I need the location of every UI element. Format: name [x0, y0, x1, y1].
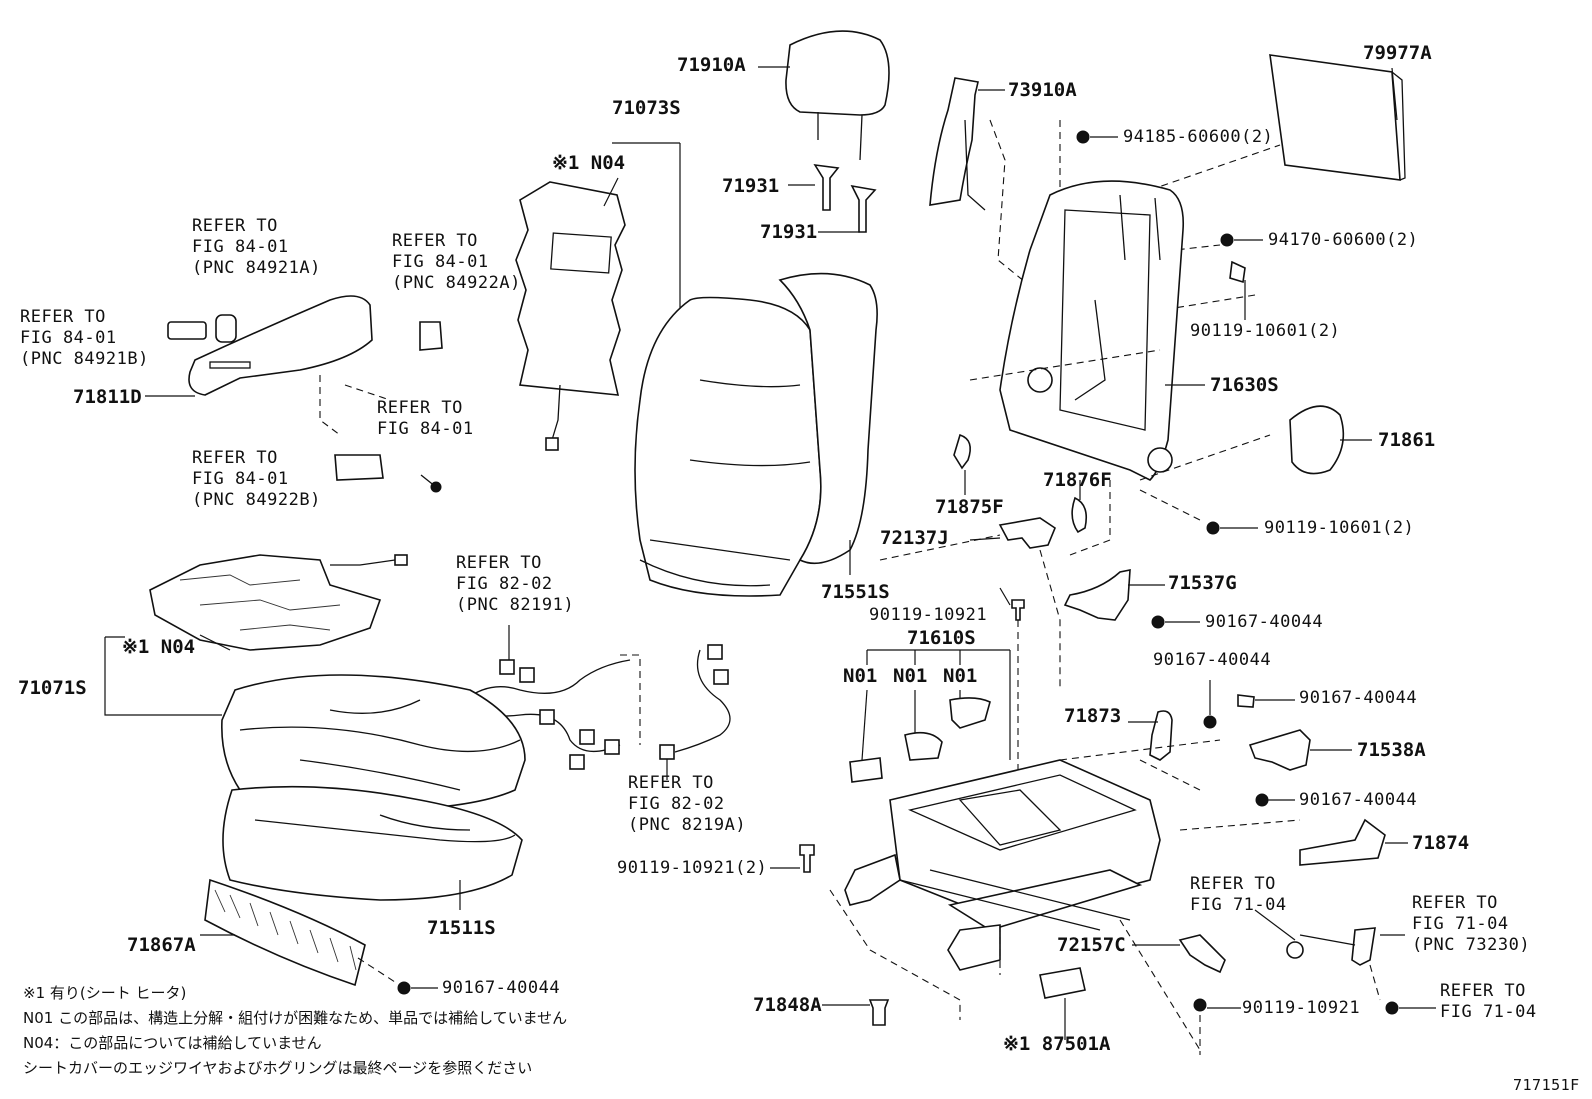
label-71538a[interactable]: 71538A: [1357, 739, 1426, 761]
side-shield-drawing: [145, 295, 443, 493]
label-71073s[interactable]: 71073S: [612, 97, 681, 119]
label-79977a[interactable]: 79977A: [1363, 42, 1432, 64]
refer-84922a[interactable]: REFER TO FIG 84-01 (PNC 84922A): [392, 231, 521, 293]
buckle-drawing: [1254, 909, 1436, 1015]
bracket-71537g-drawing: [1063, 569, 1200, 629]
support-drawing: [788, 163, 877, 233]
small-covers-drawing: [953, 433, 1111, 556]
label-71848a[interactable]: 71848A: [753, 994, 822, 1016]
label-90119-10921-a[interactable]: 90119-10921: [869, 605, 988, 625]
back-board-drawing: [1149, 54, 1406, 191]
right-middle-parts-drawing: [1059, 680, 1408, 866]
label-71511s[interactable]: 71511S: [427, 917, 496, 939]
label-71874[interactable]: 71874: [1412, 832, 1470, 854]
label-94170[interactable]: 94170-60600(2): [1268, 230, 1419, 250]
label-73910a[interactable]: 73910A: [1008, 79, 1077, 101]
sensor-drawing: [1039, 967, 1086, 1040]
label-72157c[interactable]: 72157C: [1057, 934, 1126, 956]
adjuster-bolt-drawing: [770, 844, 815, 873]
label-71867a[interactable]: 71867A: [127, 934, 196, 956]
back-heater-drawing: [515, 142, 681, 451]
note-edge-wire: シートカバーのエッジワイヤおよびホグリングは最終ページを参照ください: [23, 1059, 533, 1077]
recliner-cover-drawing: [1289, 405, 1372, 475]
label-71876f[interactable]: 71876F: [1043, 469, 1112, 491]
label-71861[interactable]: 71861: [1378, 429, 1436, 451]
label-90167-e[interactable]: 90167-40044: [442, 978, 561, 998]
stopper-drawing: [822, 999, 890, 1026]
back-frame-drawing: [969, 180, 1271, 481]
label-90167-b[interactable]: 90167-40044: [1153, 650, 1272, 670]
cushion-heater-drawing: [149, 554, 408, 651]
refer-71-04-b[interactable]: REFER TO FIG 71-04: [1440, 981, 1537, 1022]
label-71630s[interactable]: 71630S: [1210, 374, 1279, 396]
bracket-72137j-drawing: [879, 517, 1061, 690]
label-90119-10921-b[interactable]: 90119-10921(2): [617, 858, 768, 878]
note-heater: ※1 有り(シート ヒータ): [23, 984, 187, 1002]
label-n01-b[interactable]: N01: [893, 665, 928, 687]
cover-71867a-drawing: [200, 878, 438, 995]
refer-84-01[interactable]: REFER TO FIG 84-01: [377, 398, 474, 439]
seat-cushion-drawing: [104, 636, 526, 811]
label-71610s[interactable]: 71610S: [907, 627, 976, 649]
refer-84921a[interactable]: REFER TO FIG 84-01 (PNC 84921A): [192, 216, 321, 278]
headrest-drawing: [758, 30, 890, 161]
bracket-72157c-drawing: [1132, 934, 1241, 1055]
label-71875f[interactable]: 71875F: [935, 496, 1004, 518]
refer-84921b[interactable]: REFER TO FIG 84-01 (PNC 84921B): [20, 307, 149, 369]
label-90167-c[interactable]: 90167-40044: [1299, 688, 1418, 708]
label-n04-back[interactable]: ※1 N04: [552, 152, 626, 174]
cushion-pad-drawing: [222, 785, 523, 910]
label-72137j[interactable]: 72137J: [880, 527, 949, 549]
label-87501a[interactable]: ※1 87501A: [1003, 1033, 1111, 1055]
adjuster-drawing: [829, 649, 1201, 1051]
label-71910a[interactable]: 71910A: [677, 54, 746, 76]
note-n01: N01 この部品は、構造上分解・組付けが困難なため、単品では補給していません: [23, 1009, 568, 1027]
label-71071s[interactable]: 71071S: [18, 677, 87, 699]
label-n01-a[interactable]: N01: [843, 665, 878, 687]
refer-73230[interactable]: REFER TO FIG 71-04 (PNC 73230): [1412, 893, 1531, 955]
refer-84922b[interactable]: REFER TO FIG 84-01 (PNC 84922B): [192, 448, 321, 510]
seat-back-drawing: [634, 272, 878, 597]
label-n04-cushion[interactable]: ※1 N04: [122, 636, 196, 658]
label-71551s[interactable]: 71551S: [821, 581, 890, 603]
bolt-icon: [1206, 521, 1220, 535]
label-71931-b[interactable]: 71931: [760, 221, 818, 243]
center-bolt-drawing: [1011, 599, 1025, 780]
label-90167-d[interactable]: 90167-40044: [1299, 790, 1418, 810]
label-90119-10601-b[interactable]: 90119-10601(2): [1264, 518, 1415, 538]
label-71931-a[interactable]: 71931: [722, 175, 780, 197]
label-90119-10601-a[interactable]: 90119-10601(2): [1190, 321, 1341, 341]
note-n04: N04：この部品については補給していません: [23, 1034, 322, 1052]
back-side-shield-drawing: [929, 77, 1036, 291]
label-n01-c[interactable]: N01: [943, 665, 978, 687]
label-90167-a[interactable]: 90167-40044: [1205, 612, 1324, 632]
label-71537g[interactable]: 71537G: [1168, 572, 1237, 594]
diagram-id: 717151F: [1513, 1076, 1580, 1094]
refer-71-04-a[interactable]: REFER TO FIG 71-04: [1190, 874, 1287, 915]
label-90119-10921-c[interactable]: 90119-10921: [1242, 998, 1361, 1018]
refer-82191[interactable]: REFER TO FIG 82-02 (PNC 82191): [456, 553, 575, 615]
label-71873[interactable]: 71873: [1064, 705, 1122, 727]
refer-8219a[interactable]: REFER TO FIG 82-02 (PNC 8219A): [628, 773, 747, 835]
label-94185[interactable]: 94185-60600(2): [1123, 127, 1274, 147]
label-71811d[interactable]: 71811D: [73, 386, 142, 408]
